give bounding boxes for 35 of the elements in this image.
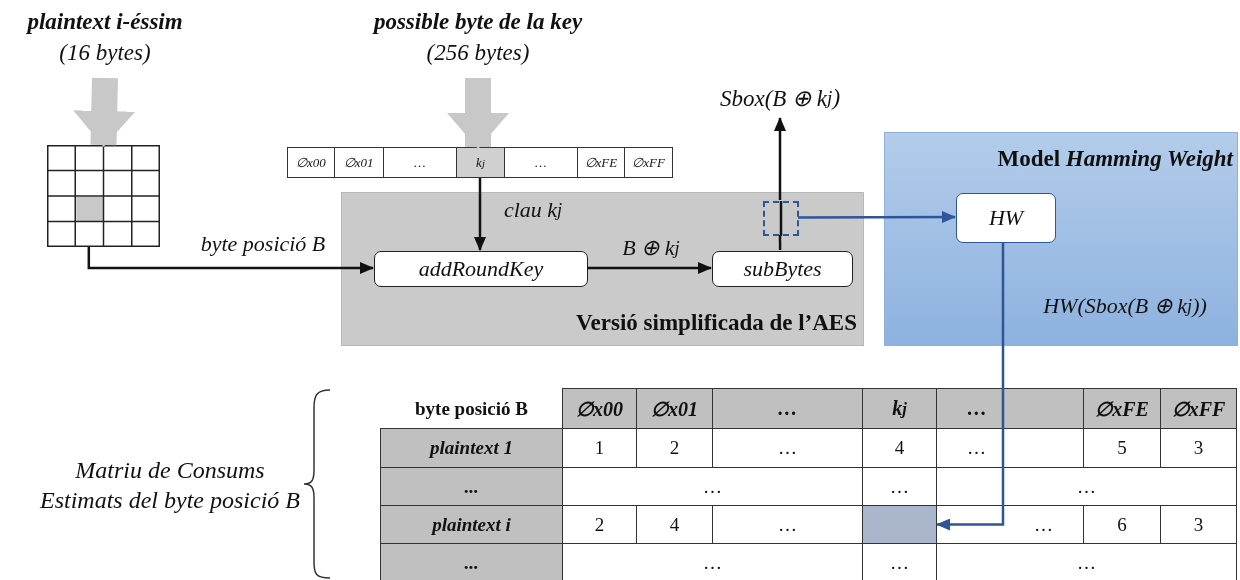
column-header: ∅x00	[562, 388, 637, 429]
column-header: …	[712, 388, 863, 429]
tap-point-box	[763, 201, 799, 236]
caption-subtitle: (256 bytes)	[425, 39, 531, 67]
block-arrow	[73, 77, 136, 147]
column-header: ∅x01	[636, 388, 713, 429]
table-corner-header: byte posició B	[414, 396, 529, 421]
process-box: subBytes	[712, 251, 853, 287]
caption-title: plaintext i-éssim	[25, 8, 184, 36]
arrow	[587, 262, 712, 274]
arrow	[798, 211, 956, 224]
edge-label: byte posició B	[199, 230, 327, 258]
block-arrow	[447, 78, 510, 149]
row-header: ...	[380, 467, 563, 506]
row-header: plaintext i	[380, 505, 563, 544]
arrow	[774, 117, 786, 200]
panel-title: Versió simplificada de l’AES	[575, 309, 857, 337]
description-text: Matriu de Consums Estimats del byte posició B	[40, 456, 300, 515]
column-header: ∅xFE	[1083, 388, 1161, 429]
arrow	[936, 242, 1005, 531]
column-header: ∅xFF	[1160, 388, 1237, 429]
column-header: …	[936, 388, 1084, 429]
process-box: HW	[956, 193, 1056, 243]
byte-grid	[47, 145, 160, 247]
caption-subtitle: (16 bytes)	[58, 39, 152, 67]
panel	[341, 192, 864, 346]
row-header: ...	[380, 543, 563, 580]
panel	[884, 132, 1238, 346]
byte-array	[287, 147, 673, 178]
panel-title: Model Hamming Weight	[996, 145, 1233, 173]
arrow	[474, 178, 486, 251]
caption-title: possible byte de la key	[371, 8, 584, 36]
arrow	[87, 247, 374, 274]
process-box: addRoundKey	[374, 251, 588, 287]
row-header: plaintext 1	[380, 428, 563, 468]
